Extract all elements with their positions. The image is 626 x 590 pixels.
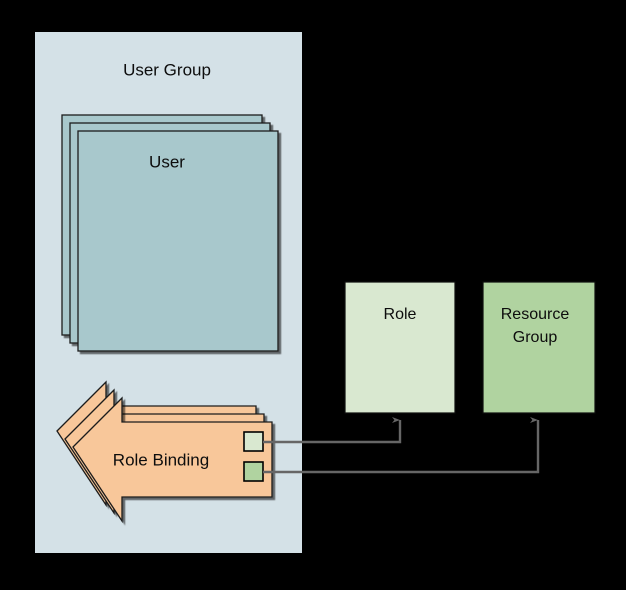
resource-group-label-line2: Group (513, 329, 558, 346)
role-binding-label: Role Binding (113, 450, 209, 469)
resource-group-node[interactable]: Resource Group (482, 281, 596, 414)
connector-binding-to-role (263, 417, 402, 444)
resource-group-reference-port[interactable] (243, 461, 264, 482)
user-group-label: User Group (123, 60, 211, 79)
user-node[interactable]: User (61, 114, 279, 352)
role-label: Role (384, 306, 417, 323)
role-reference-port[interactable] (243, 431, 264, 452)
connector-binding-to-resource-group (263, 417, 540, 474)
role-binding-node[interactable]: Role Binding (56, 380, 273, 524)
user-label: User (149, 152, 185, 171)
role-node[interactable]: Role (344, 281, 456, 414)
role-box[interactable] (344, 281, 456, 414)
resource-group-label-line1: Resource (501, 306, 570, 323)
resource-group-box[interactable] (482, 281, 596, 414)
user-card-front[interactable] (77, 130, 279, 352)
role-binding-arrow-front[interactable] (72, 396, 273, 524)
